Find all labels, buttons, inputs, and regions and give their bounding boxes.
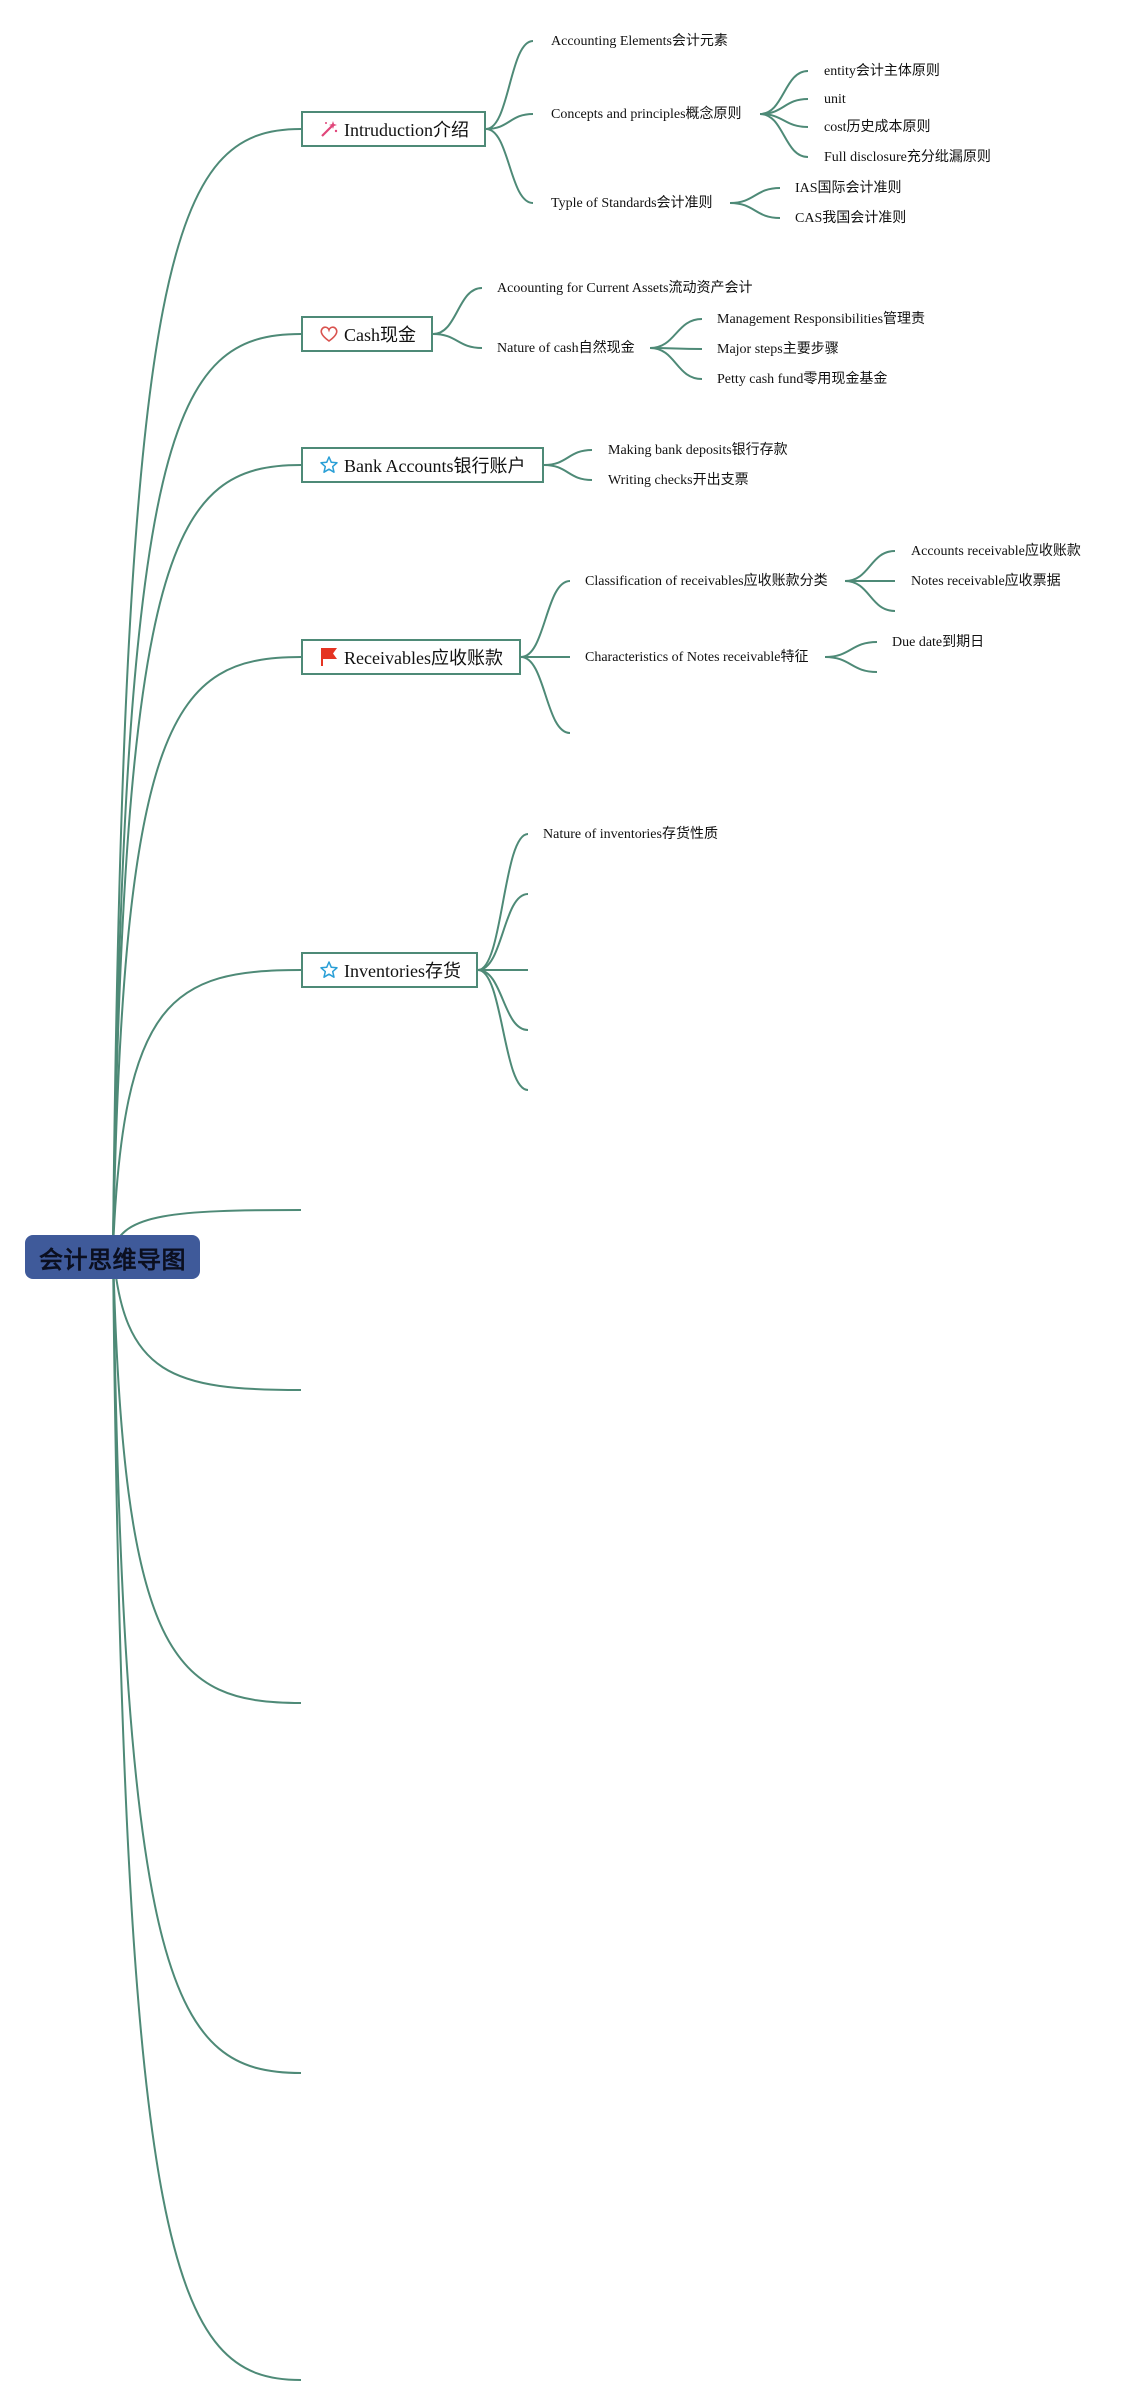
subtopic-petty-cash[interactable]: Petty cash fund零用现金基金 <box>717 372 888 387</box>
topic-introduction-label: Intruduction介绍 <box>344 120 469 140</box>
star-icon <box>319 960 339 980</box>
root-topic[interactable]: 会计思维导图 <box>25 1235 200 1279</box>
connector-root-receivables <box>112 656 302 1251</box>
connector <box>477 969 529 1091</box>
subtopic-full-disclosure[interactable]: Full disclosure充分纰漏原则 <box>824 150 991 165</box>
topic-bank-accounts[interactable]: Bank Accounts银行账户 <box>301 447 544 483</box>
subtopic-nature-of-cash[interactable]: Nature of cash自然现金 <box>497 341 635 356</box>
topic-inventories[interactable]: Inventories存货 <box>301 952 478 988</box>
connector <box>477 833 529 971</box>
subtopic-accounts-receivable[interactable]: Accounts receivable应收账款 <box>911 544 1081 559</box>
subtopic-current-assets[interactable]: Acoounting for Current Assets流动资产会计 <box>497 281 753 296</box>
connector-intro-elements <box>485 40 534 130</box>
topic-bank-accounts-label: Bank Accounts银行账户 <box>344 456 526 476</box>
topic-introduction[interactable]: Intruduction介绍 <box>301 111 486 147</box>
connector-root-branch-9 <box>112 1249 302 2074</box>
subtopic-characteristics-notes[interactable]: Characteristics of Notes receivable特征 <box>585 650 809 665</box>
topic-receivables-label: Receivables应收账款 <box>344 648 503 668</box>
connector <box>477 969 529 1031</box>
topic-cash-label: Cash现金 <box>344 325 416 345</box>
connector <box>759 113 809 158</box>
connector <box>844 580 896 612</box>
connector <box>520 580 571 658</box>
connector-root-introduction <box>112 128 302 1251</box>
connector-root-inventories <box>112 969 302 1251</box>
subtopic-entity[interactable]: entity会计主体原则 <box>824 64 940 79</box>
topic-inventories-label: Inventories存货 <box>344 961 461 981</box>
connector <box>543 464 593 481</box>
root-topic-label: 会计思维导图 <box>39 1245 186 1274</box>
connector-intro-types <box>485 128 534 204</box>
subtopic-ias[interactable]: IAS国际会计准则 <box>795 181 902 196</box>
subtopic-concepts-principles[interactable]: Concepts and principles概念原则 <box>551 107 742 122</box>
subtopic-bank-deposits[interactable]: Making bank deposits银行存款 <box>608 443 788 458</box>
connector-root-branch-8 <box>112 1249 302 1704</box>
subtopic-notes-receivable[interactable]: Notes receivable应收票据 <box>911 574 1061 589</box>
subtopic-cost[interactable]: cost历史成本原则 <box>824 120 931 135</box>
connector <box>649 318 703 349</box>
red-flag-icon <box>319 647 339 667</box>
connector <box>729 187 781 204</box>
subtopic-nature-of-inventories[interactable]: Nature of inventories存货性质 <box>543 827 718 842</box>
subtopic-unit[interactable]: unit <box>824 92 846 107</box>
connector-root-bank <box>112 464 302 1251</box>
topic-receivables[interactable]: Receivables应收账款 <box>301 639 521 675</box>
subtopic-cas[interactable]: CAS我国会计准则 <box>795 211 907 226</box>
connector <box>520 656 571 734</box>
subtopic-classification-of-receivables[interactable]: Classification of receivables应收账款分类 <box>585 574 828 589</box>
connector <box>649 347 703 380</box>
connector <box>844 550 896 582</box>
connector-root-branch-7 <box>112 1249 302 1391</box>
subtopic-management-responsibilities[interactable]: Management Responsibilities管理责 <box>717 312 926 327</box>
connector-intro-concepts <box>485 113 534 130</box>
magic-wand-icon <box>319 119 339 139</box>
subtopic-writing-checks[interactable]: Writing checks开出支票 <box>608 473 749 488</box>
subtopic-types-of-standards[interactable]: Typle of Standards会计准则 <box>551 196 713 211</box>
subtopic-due-date[interactable]: Due date到期日 <box>892 635 985 650</box>
connector <box>729 202 781 219</box>
connector <box>824 656 878 673</box>
heart-icon <box>319 324 339 344</box>
subtopic-accounting-elements[interactable]: Accounting Elements会计元素 <box>551 34 728 49</box>
star-icon <box>319 455 339 475</box>
connector <box>432 333 483 349</box>
connector <box>477 893 529 971</box>
connector <box>824 641 878 658</box>
topic-cash[interactable]: Cash现金 <box>301 316 433 352</box>
connector <box>432 287 483 335</box>
connector-root-branch-10 <box>112 1249 302 2381</box>
connector-root-cash <box>112 333 302 1251</box>
connector <box>543 449 593 466</box>
subtopic-major-steps[interactable]: Major steps主要步骤 <box>717 342 839 357</box>
